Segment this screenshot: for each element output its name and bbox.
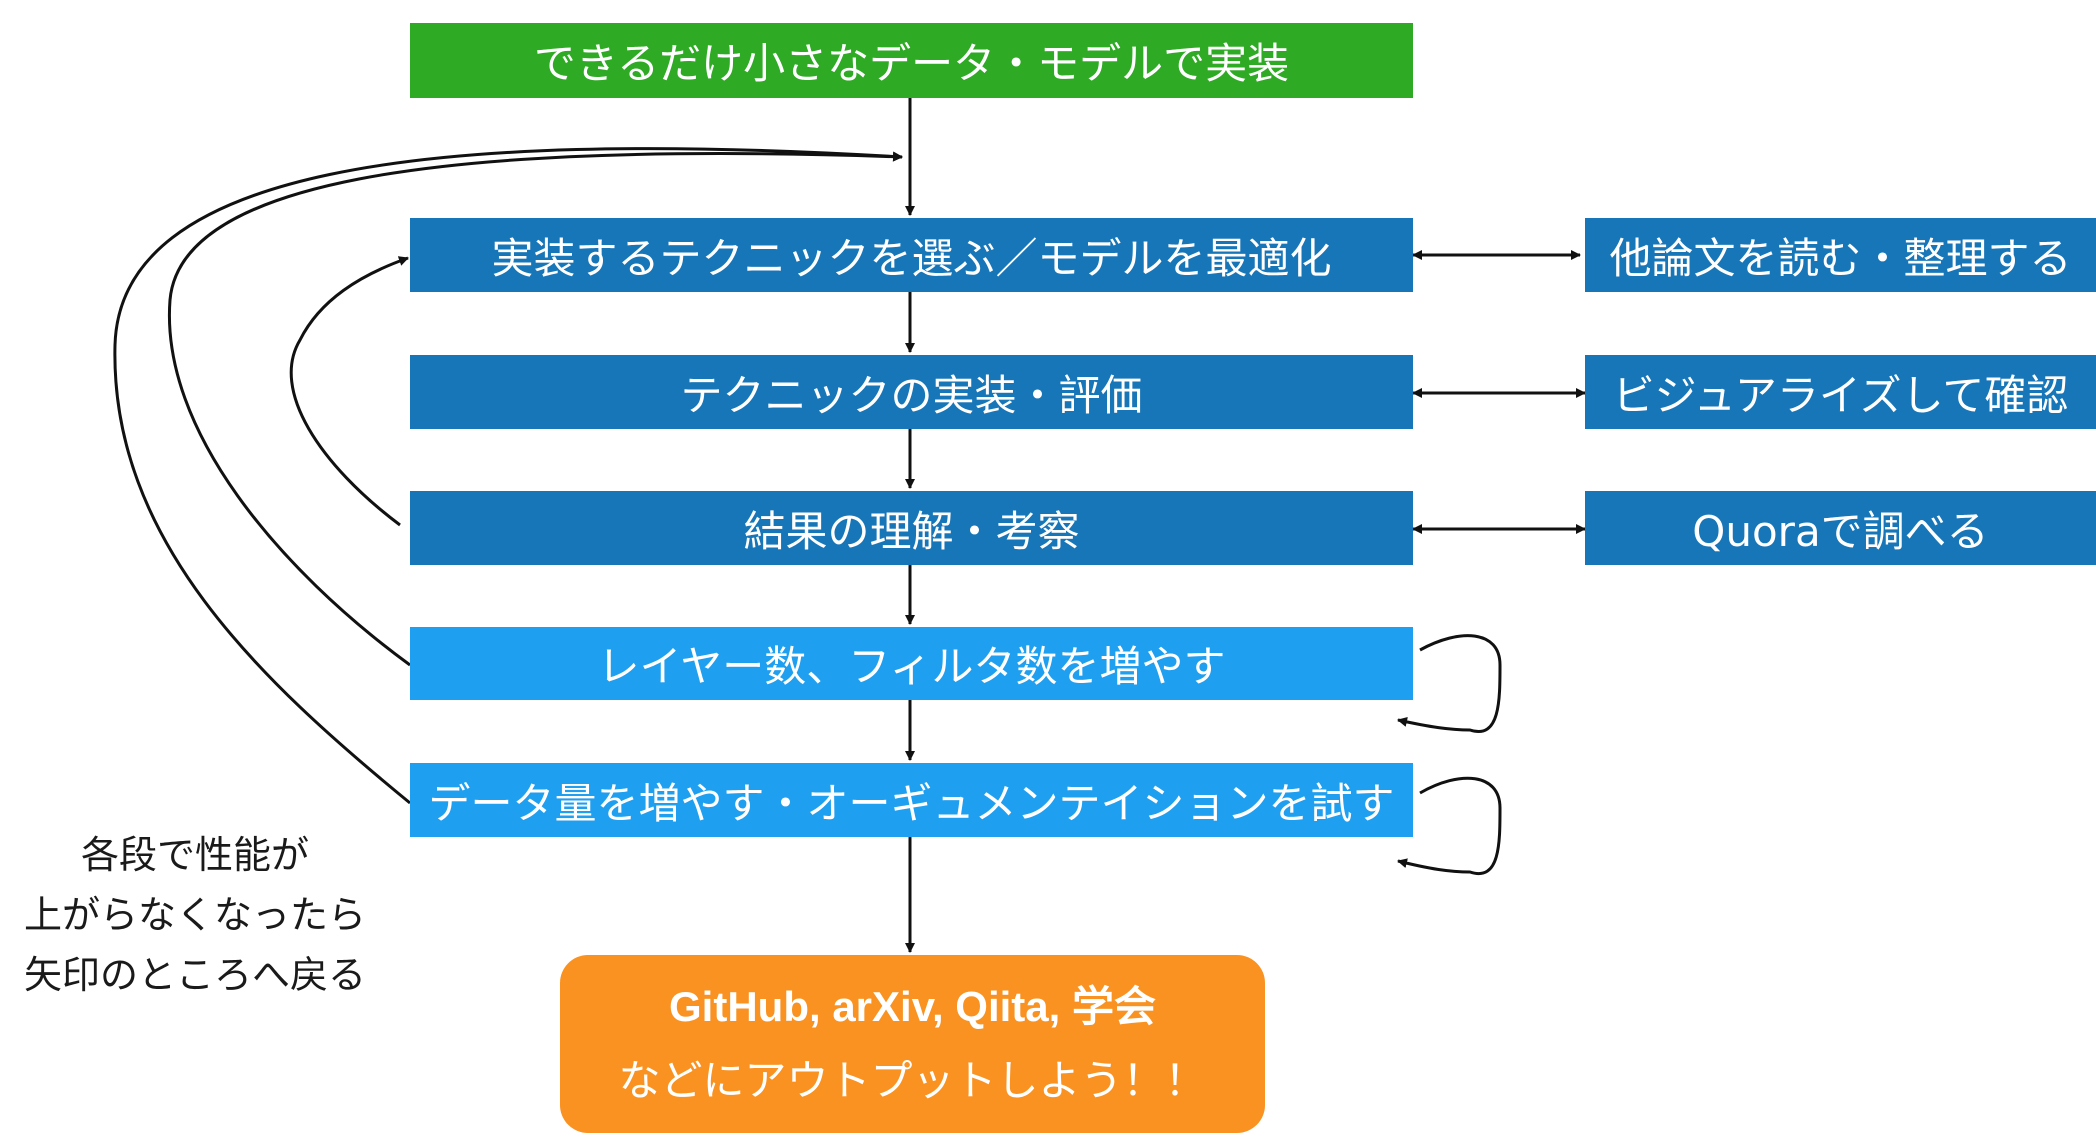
step-label: テクニックの実装・評価 xyxy=(680,370,1143,420)
loop-step4 xyxy=(1397,634,1502,734)
output-line-1: GitHub, arXiv, Qiita, 学会 xyxy=(669,983,1156,1030)
step-box-understand-results: 結果の理解・考察 xyxy=(410,491,1413,565)
step-label: 結果の理解・考察 xyxy=(743,506,1080,556)
step-box-increase-layers: レイヤー数、フィルタ数を増やす xyxy=(410,627,1413,700)
side-label: Quoraで調べる xyxy=(1692,506,1989,556)
start-box-label: できるだけ小さなデータ・モデルで実装 xyxy=(533,39,1290,88)
side-box-read-papers: 他論文を読む・整理する xyxy=(1585,218,2096,292)
step-box-increase-data: データ量を増やす・オーギュメンテイションを試す xyxy=(410,763,1413,837)
step-label: データ量を増やす・オーギュメンテイションを試す xyxy=(428,778,1395,828)
note-line: 矢印のところへ戻る xyxy=(23,953,366,997)
feedback-step5-to-top xyxy=(113,147,903,805)
output-box: GitHub, arXiv, Qiita, 学会 などにアウトプットしよう！！ xyxy=(560,955,1265,1133)
side-box-quora: Quoraで調べる xyxy=(1585,491,2096,565)
note-line: 上がらなくなったら xyxy=(23,893,366,937)
side-box-visualize: ビジュアライズして確認 xyxy=(1585,355,2096,429)
step-box-implement-evaluate: テクニックの実装・評価 xyxy=(410,355,1413,429)
step-label: 実装するテクニックを選ぶ／モデルを最適化 xyxy=(491,233,1332,283)
note-line: 各段で性能が xyxy=(80,833,309,877)
step-label: レイヤー数、フィルタ数を増やす xyxy=(597,642,1226,691)
output-line-2: などにアウトプットしよう！！ xyxy=(618,1056,1207,1105)
side-label: 他論文を読む・整理する xyxy=(1609,233,2072,283)
feedback-step4-to-step1 xyxy=(167,151,903,667)
loop-step5 xyxy=(1397,776,1502,876)
feedback-step3-to-step1 xyxy=(289,256,409,527)
side-label: ビジュアライズして確認 xyxy=(1612,370,2069,420)
step-box-select-technique: 実装するテクニックを選ぶ／モデルを最適化 xyxy=(410,218,1413,292)
feedback-note: 各段で性能が 上がらなくなったら 矢印のところへ戻る xyxy=(10,825,380,1005)
start-box: できるだけ小さなデータ・モデルで実装 xyxy=(410,23,1413,98)
